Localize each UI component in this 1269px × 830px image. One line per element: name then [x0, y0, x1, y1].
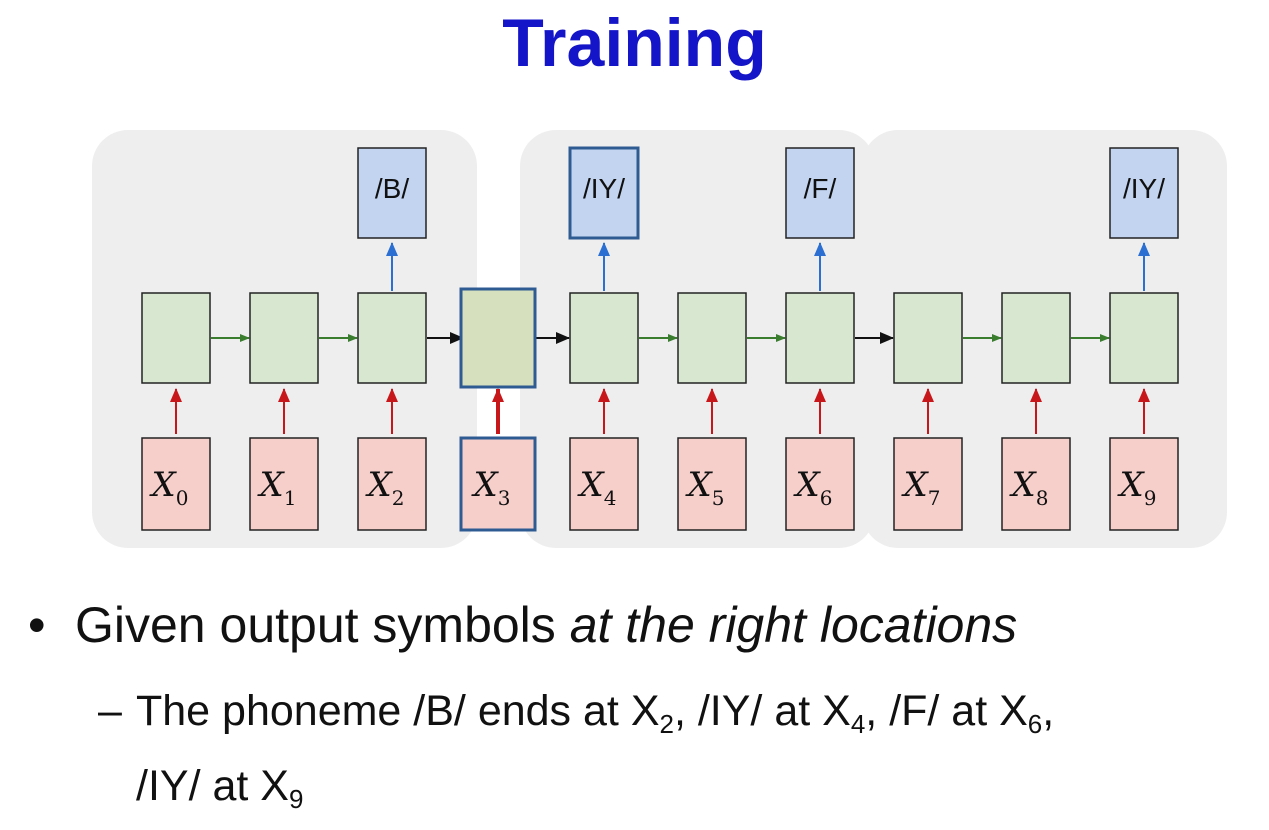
input-box-9 [1109, 437, 1179, 531]
line2-part1: /IY/ at X [136, 762, 289, 810]
input-label-sub-6: 6 [820, 486, 833, 510]
hidden-state-box-6 [785, 292, 855, 384]
line1-part1: The phoneme /B/ ends at X [136, 687, 660, 735]
slide-title: Training [502, 5, 767, 81]
input-label-sub-5: 5 [712, 486, 725, 510]
line1-part2: , /IY/ at X [673, 687, 851, 735]
input-box-8 [1001, 437, 1071, 531]
output-box-1 [568, 146, 640, 240]
input-label-sub-0: 0 [176, 486, 189, 510]
bullet-text-plain: Given output symbols [75, 597, 570, 653]
hidden-state-box-4 [569, 292, 639, 384]
output-label-2: /F/ [804, 173, 837, 204]
input-box-7 [893, 437, 963, 531]
bullet-text: Given output symbols at the right locati… [75, 596, 1017, 654]
input-label-sub-9: 9 [1144, 486, 1157, 510]
output-label-1: /IY/ [583, 173, 625, 204]
input-label-sub-2: 2 [392, 486, 405, 510]
sub-bullet-lines: The phoneme /B/ ends at X2, /IY/ at X4, … [136, 680, 1054, 830]
output-box-3 [1109, 147, 1179, 239]
line1-sub3: 6 [1027, 709, 1043, 739]
hidden-state-box-3 [459, 287, 537, 389]
hidden-state-box-5 [677, 292, 747, 384]
input-box-3 [459, 436, 537, 532]
input-box-5 [677, 437, 747, 531]
hidden-state-box-8 [1001, 292, 1071, 384]
input-label-sub-7: 7 [928, 486, 941, 510]
input-box-1 [249, 437, 319, 531]
sub-bullet-dash: – [98, 687, 122, 735]
line1-part4: , [1042, 687, 1055, 735]
hidden-state-box-2 [357, 292, 427, 384]
input-label-sub-1: 1 [284, 486, 297, 510]
bullet-text-italic: at the right locations [569, 597, 1018, 653]
line1-part3: , /F/ at X [865, 687, 1028, 735]
output-label-0: /B/ [375, 173, 409, 204]
input-box-2 [357, 437, 427, 531]
input-box-6 [785, 437, 855, 531]
input-label-sub-3: 3 [498, 486, 511, 510]
input-box-0 [141, 437, 211, 531]
line1-sub2: 4 [850, 709, 866, 739]
hidden-state-box-9 [1109, 292, 1179, 384]
line1-sub1: 2 [659, 709, 674, 739]
line2-sub1: 9 [288, 784, 304, 814]
input-label-sub-4: 4 [604, 486, 617, 510]
input-label-3: X3 [471, 465, 511, 510]
output-label-3: /IY/ [1123, 173, 1165, 204]
sub-bullet-line-1: The phoneme /B/ ends at X2, /IY/ at X4, … [136, 680, 1054, 755]
bullet-mark: • [28, 597, 46, 653]
input-box-4 [569, 437, 639, 531]
hidden-state-box-0 [141, 292, 211, 384]
hidden-state-box-7 [893, 292, 963, 384]
output-box-0 [357, 147, 427, 239]
input-label-sub-8: 8 [1036, 486, 1049, 510]
sub-bullet-line-2: /IY/ at X9 [136, 755, 1054, 830]
hidden-state-box-1 [249, 292, 319, 384]
output-box-2 [785, 147, 855, 239]
